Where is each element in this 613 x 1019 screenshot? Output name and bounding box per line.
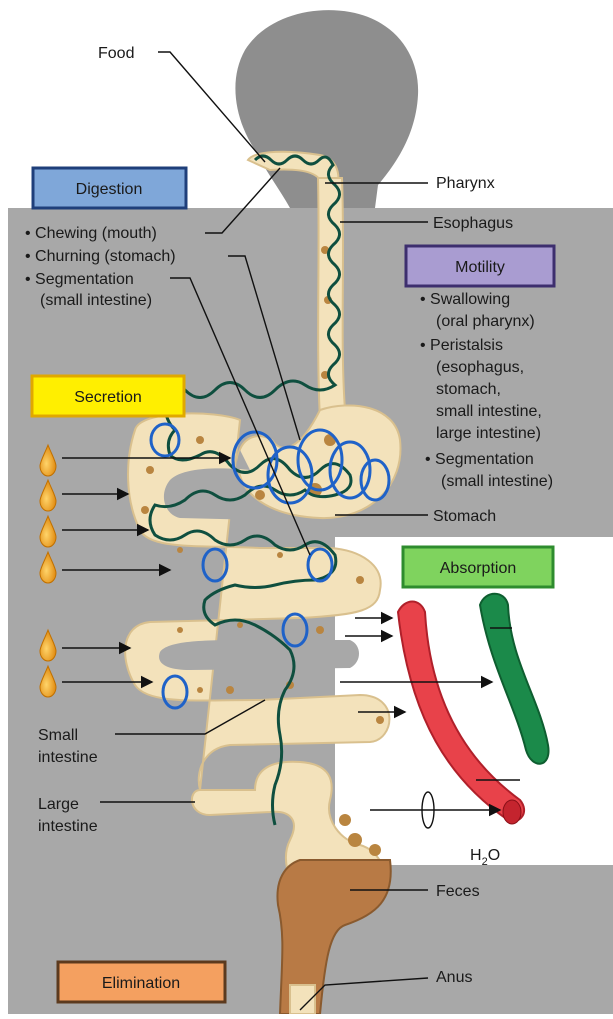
motility-item-2: • Peristalsis <box>420 337 503 354</box>
label-large-intestine-line2: intestine <box>38 818 98 835</box>
motility-box-label: Motility <box>455 259 505 276</box>
elimination-box: Elimination <box>58 962 225 1002</box>
absorption-box-label: Absorption <box>440 560 517 577</box>
digestion-item-3: • Segmentation <box>25 271 134 288</box>
label-small-intestine-line1: Small <box>38 727 78 744</box>
absorption-box: Absorption <box>403 547 553 587</box>
small-intestine-inner-2 <box>159 640 359 670</box>
label-feces: Feces <box>436 883 480 900</box>
label-large-intestine-line1: Large <box>38 796 79 813</box>
digestion-item-2: • Churning (stomach) <box>25 248 176 265</box>
digestion-box-label: Digestion <box>76 181 143 198</box>
water-h: H <box>470 847 482 864</box>
blood-vessel-opening <box>503 800 521 824</box>
motility-item-2-detail-1: (esophagus, <box>436 359 524 376</box>
motility-box: Motility <box>406 246 554 286</box>
label-food: Food <box>98 45 134 62</box>
digestion-item-1: • Chewing (mouth) <box>25 225 157 242</box>
label-small-intestine-line2: intestine <box>38 749 98 766</box>
motility-item-2-detail-2: stomach, <box>436 381 501 398</box>
motility-item-1: • Swallowing <box>420 291 510 308</box>
label-pharynx: Pharynx <box>436 175 495 192</box>
secretion-box-label: Secretion <box>74 389 142 406</box>
elimination-box-label: Elimination <box>102 975 180 992</box>
label-stomach: Stomach <box>433 508 496 525</box>
label-esophagus: Esophagus <box>433 215 513 232</box>
motility-item-2-detail-4: large intestine) <box>436 425 541 442</box>
digestion-box: Digestion <box>33 168 186 208</box>
water-o: O <box>488 847 500 864</box>
motility-item-3: • Segmentation <box>425 451 534 468</box>
motility-item-3-detail: (small intestine) <box>441 473 553 490</box>
secretion-box: Secretion <box>32 376 184 416</box>
motility-item-2-detail-3: small intestine, <box>436 403 542 420</box>
motility-item-1-detail: (oral pharynx) <box>436 313 535 330</box>
label-anus: Anus <box>436 969 472 986</box>
digestion-item-3-detail: (small intestine) <box>40 292 152 309</box>
